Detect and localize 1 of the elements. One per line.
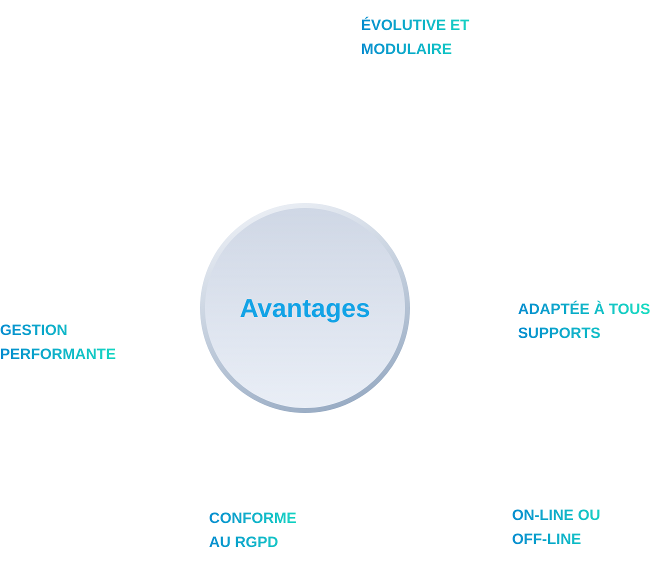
center-title: Avantages <box>240 292 370 324</box>
